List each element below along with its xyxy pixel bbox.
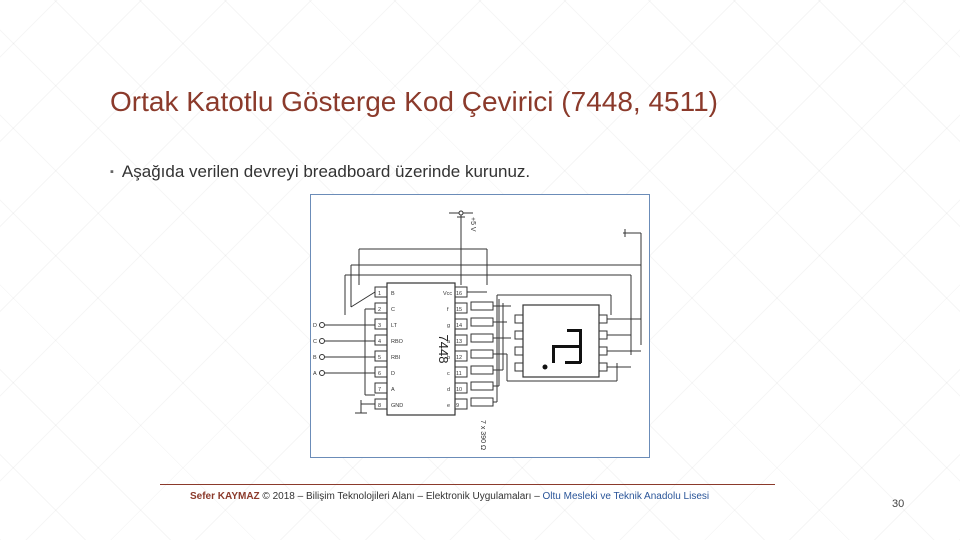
input-label-d: D <box>313 323 317 329</box>
pin-label-3: 3 <box>378 323 381 329</box>
footer-divider <box>160 484 775 485</box>
input-label-c: C <box>313 339 317 345</box>
pin-label-8: 8 <box>378 403 381 409</box>
pin-label-13: 13 <box>456 339 462 345</box>
input-label-b: B <box>313 355 317 361</box>
footer-middle: © 2018 – Bilişim Teknolojileri Alanı – E… <box>259 491 543 502</box>
slide-title: Ortak Katotlu Gösterge Kod Çevirici (744… <box>110 86 719 117</box>
pin-label-11: 11 <box>456 371 462 377</box>
pin-name-rbi: RBI <box>391 355 401 361</box>
pin-name-d-out: d <box>447 387 450 393</box>
pin-label-10: 10 <box>456 387 462 393</box>
circuit-diagram: 7448 +5 V 7 x 390 Ω 1 2 3 4 5 6 7 8 16 1… <box>310 194 650 458</box>
bullet-item: ▪ Aşağıda verilen devreyi breadboard üzer… <box>110 162 530 182</box>
seven-segment-display <box>522 304 600 378</box>
pin-label-2: 2 <box>378 307 381 313</box>
page-number: 30 <box>892 498 905 510</box>
pin-label-9: 9 <box>456 403 459 409</box>
pin-name-gnd: GND <box>391 403 403 409</box>
pin-name-g: g <box>447 323 450 329</box>
ic-body <box>386 282 456 416</box>
pin-name-b: B <box>391 291 395 297</box>
pin-name-e-out: e <box>447 403 450 409</box>
ic-label: 7448 <box>436 335 451 364</box>
bullet-icon: ▪ <box>110 166 114 178</box>
pin-label-4: 4 <box>378 339 381 345</box>
pin-label-7: 7 <box>378 387 381 393</box>
pin-name-rbo: RBO <box>391 339 404 345</box>
pin-name-a: A <box>391 387 395 393</box>
footer-text: Sefer KAYMAZ © 2018 – Bilişim Teknolojil… <box>190 491 709 502</box>
display-digit <box>542 329 582 370</box>
supply-label: +5 V <box>469 217 476 232</box>
pin-name-f: f <box>447 307 449 313</box>
pin-name-d: D <box>391 371 395 377</box>
pin-name-b-out: b <box>447 355 450 361</box>
pin-label-1: 1 <box>378 291 381 297</box>
pin-label-6: 6 <box>378 371 381 377</box>
pin-label-15: 15 <box>456 307 462 313</box>
circuit-svg: 7448 +5 V 7 x 390 Ω 1 2 3 4 5 6 7 8 16 1… <box>313 210 642 450</box>
resistor-label: 7 x 390 Ω <box>479 420 486 450</box>
footer-school: Oltu Mesleki ve Teknik Anadolu Lisesi <box>542 491 710 502</box>
input-label-a: A <box>313 371 317 377</box>
pin-label-5: 5 <box>378 355 381 361</box>
pin-name-a-out: a <box>447 339 451 345</box>
pin-label-16: 16 <box>456 291 462 297</box>
pin-name-c-out: c <box>447 371 450 377</box>
pin-name-lt: LT <box>391 323 398 329</box>
pin-name-c: C <box>391 307 395 313</box>
pin-label-14: 14 <box>456 323 462 329</box>
footer-author: Sefer KAYMAZ <box>190 491 260 502</box>
pin-name-vcc: Vcc <box>443 291 452 297</box>
pin-label-12: 12 <box>456 355 462 361</box>
bullet-text: Aşağıda verilen devreyi breadboard üzeri… <box>121 162 531 181</box>
